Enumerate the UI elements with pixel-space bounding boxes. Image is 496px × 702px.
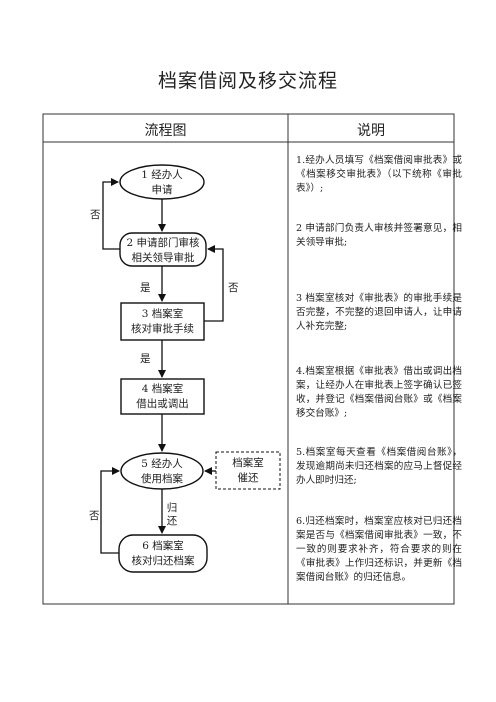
node-step1-line1: 1 经办人 xyxy=(141,169,183,181)
node-step3-shape xyxy=(120,302,205,341)
node-step2-line1: 2 申请部门审核 xyxy=(126,237,200,249)
node-urge-shape xyxy=(215,451,281,490)
edge-reject-3-2 xyxy=(204,245,224,322)
node-step5: 5 经办人 使用档案 xyxy=(121,457,203,487)
node-step4-shape xyxy=(120,378,205,415)
node-urge-line1: 档案室 xyxy=(232,457,264,469)
node-step5-line2: 使用档案 xyxy=(141,473,183,485)
table-border xyxy=(42,113,455,605)
note-step5: 5.档案室每天查看《档案借阅台账》，发现逾期尚未归还档案的应马上督促经办人即时归… xyxy=(296,447,462,486)
node-urge: 档案室 催还 xyxy=(216,456,280,486)
label-yes-step2: 是 xyxy=(140,282,151,294)
edge-reject-6-5 xyxy=(100,467,120,554)
node-step3: 3 档案室 核对审批手续 xyxy=(121,307,204,337)
node-step4-line1: 4 档案室 xyxy=(141,383,184,395)
node-step6-line1: 6 档案室 xyxy=(142,540,184,552)
node-step2-line2: 相关领导审批 xyxy=(131,252,195,264)
label-no-step1: 否 xyxy=(90,209,101,221)
label-return: 归还 xyxy=(166,502,178,527)
node-step2: 2 申请部门审核 相关领导审批 xyxy=(120,236,206,266)
note-step2: 2 申请部门负责人审核并签署意见，相关领导审批; xyxy=(296,223,462,248)
note-step1: 1.经办人员填写《档案借阅审批表》或《档案移交审批表》（以下统称《审批表》）; xyxy=(296,155,462,194)
column-header-notes: 说明 xyxy=(357,123,385,139)
node-step3-line1: 3 档案室 xyxy=(141,308,184,320)
node-step5-line1: 5 经办人 xyxy=(141,458,183,470)
label-no-step6: 否 xyxy=(89,510,100,522)
note-step4: 4.档案室根据《审批表》借出或调出档案，让经办人在审批表上签字确认已签收，并登记… xyxy=(296,366,462,419)
table-frame xyxy=(42,113,455,605)
node-step4-line2: 借出或调出 xyxy=(136,398,189,410)
node-step6: 6 档案室 核对归还档案 xyxy=(119,539,207,569)
note-step3: 3 档案室核对《审批表》的审批手续是否完整，不完整的退回申请人，让申请人补充完整… xyxy=(296,293,462,332)
edge-reject-2-1 xyxy=(102,178,120,250)
column-header-flow: 流程图 xyxy=(144,123,187,139)
node-step3-line2: 核对审批手续 xyxy=(131,323,194,335)
label-no-step3: 否 xyxy=(228,282,239,294)
note-step6: 6.归还档案时，档案室应核对已归还档案是否与《档案借阅审批表》一致，不一致的则要… xyxy=(296,516,462,583)
node-step1-line2: 申请 xyxy=(151,184,173,196)
label-yes-step3: 是 xyxy=(140,353,151,365)
node-step4: 4 档案室 借出或调出 xyxy=(121,382,204,412)
node-step6-line2: 核对归还档案 xyxy=(131,555,195,567)
node-urge-line2: 催还 xyxy=(237,472,259,484)
node-step1: 1 经办人 申请 xyxy=(120,168,204,198)
document-title: 档案借阅及移交流程 xyxy=(157,70,338,92)
